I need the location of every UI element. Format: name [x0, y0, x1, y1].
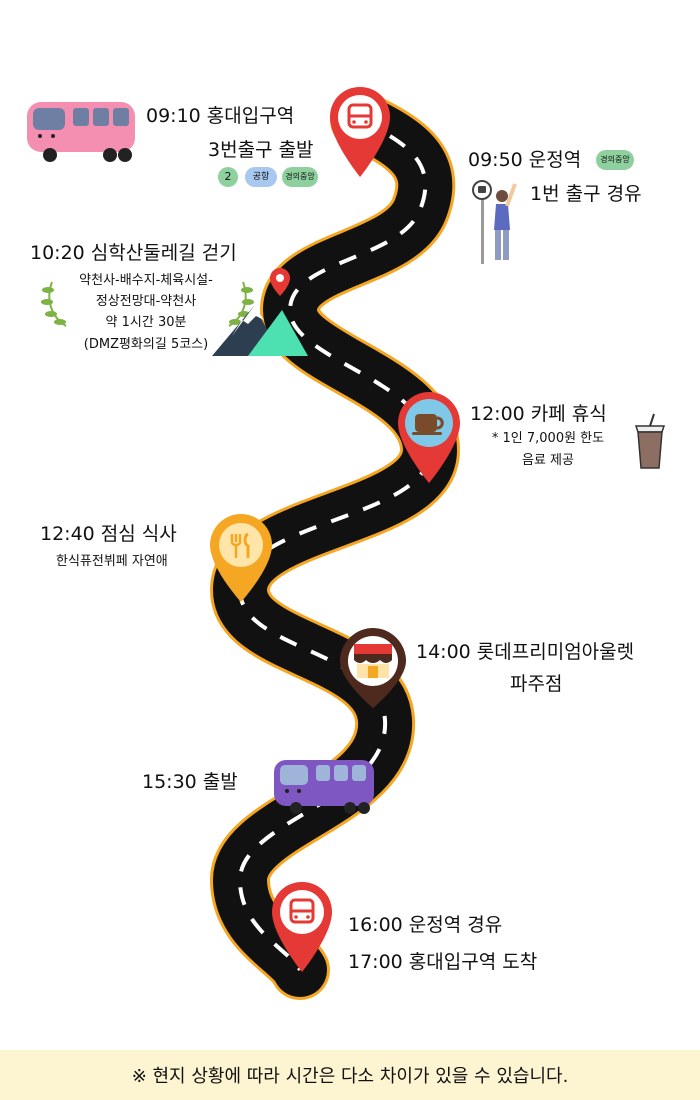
bus-pin-icon	[330, 87, 390, 177]
stop-9-title: 17:00 홍대입구역 도착	[348, 951, 538, 973]
bus-pin-icon-final	[272, 882, 332, 972]
stop-3-course-line-2: 정상전망대-약천사	[95, 294, 197, 309]
airport-line-badge: 공항	[245, 167, 277, 187]
stop-6-title: 14:00 롯데프리미엄아울렛	[416, 641, 635, 663]
laurel-right-icon	[228, 281, 254, 327]
stop-6-subtitle: 파주점	[510, 673, 563, 695]
iced-coffee-icon	[634, 413, 666, 469]
pink-bus-icon	[27, 102, 135, 162]
footer-notice-text: ※ 현지 상황에 따라 시간은 다소 차이가 있을 수 있습니다.	[131, 1066, 569, 1087]
laurel-left-icon	[41, 281, 67, 327]
stop-2-title: 09:50 운정역	[468, 149, 582, 171]
stop-3-duration: 약 1시간 30분	[105, 315, 187, 330]
mountain-icon	[212, 268, 308, 356]
stop-3-title: 10:20 심학산둘레길 걷기	[30, 242, 237, 264]
purple-bus-icon	[274, 760, 374, 814]
shop-pin-icon	[340, 628, 406, 708]
stop-1-subtitle: 3번출구 출발	[208, 139, 314, 161]
bus-stop-person-icon	[472, 180, 517, 264]
cafe-pin-icon	[398, 392, 460, 483]
stop-4-title: 12:00 카페 휴식	[470, 403, 607, 425]
stop-5-place: 한식퓨전뷔페 자연애	[56, 554, 168, 569]
stop-3-course-line-1: 약천사-배수지-체육시설-	[79, 273, 213, 288]
stop-2-subtitle: 1번 출구 경유	[530, 183, 642, 205]
road	[209, 90, 461, 1000]
stop-4-note-1: * 1인 7,000원 한도	[491, 431, 605, 446]
restaurant-pin-icon	[210, 514, 272, 602]
stop-7-title: 15:30 출발	[142, 771, 238, 793]
stop-5-title: 12:40 점심 식사	[40, 523, 177, 545]
footer-notice: ※ 현지 상황에 따라 시간은 다소 차이가 있을 수 있습니다.	[0, 1050, 700, 1100]
gyeongui-line-badge-2: 경의중앙	[596, 150, 634, 170]
stop-8-title: 16:00 운정역 경유	[348, 914, 503, 936]
gyeongui-line-badge: 경의중앙	[282, 167, 318, 187]
stop-3-course-name: (DMZ평화의길 5코스)	[83, 337, 209, 352]
stop-1-title: 09:10 홍대입구역	[146, 105, 295, 127]
line-2-badge: 2	[218, 167, 238, 187]
stop-4-note-2: 음료 제공	[522, 453, 574, 468]
